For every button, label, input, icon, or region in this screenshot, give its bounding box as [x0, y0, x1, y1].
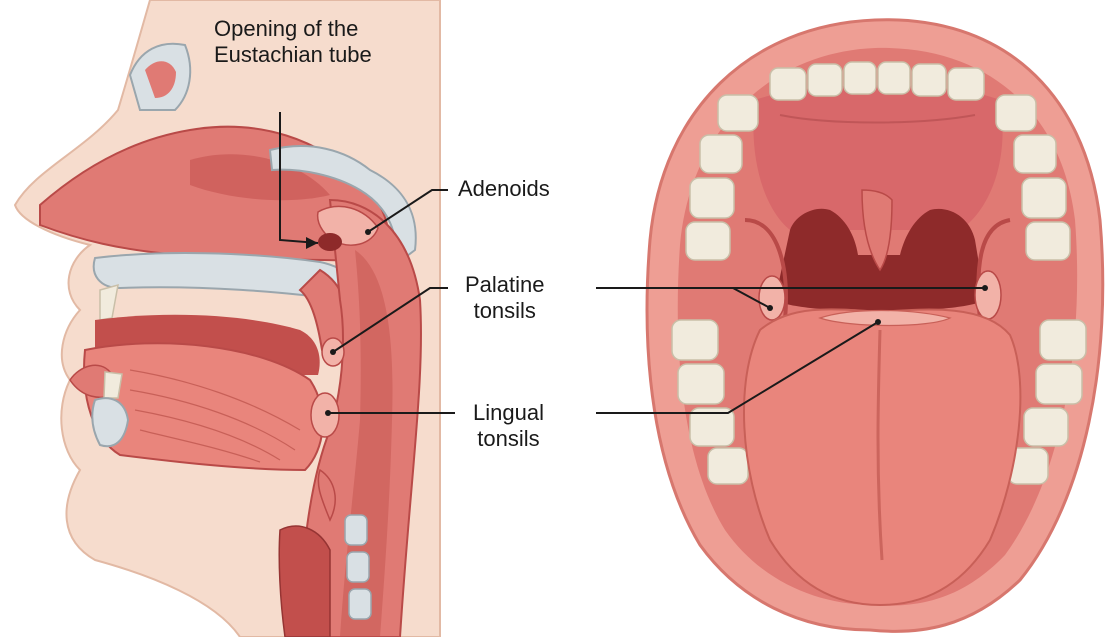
label-eustachian-tube: Opening of the Eustachian tube [214, 16, 372, 68]
sagittal-head-section [15, 0, 440, 637]
label-adenoids: Adenoids [458, 176, 550, 202]
palatine-tonsil-right [975, 271, 1001, 319]
label-eustachian-line1: Opening of the [214, 16, 372, 42]
lingual-tonsil-side [311, 393, 339, 437]
cervical-spine [345, 515, 371, 619]
label-palatine-line1: Palatine [465, 272, 545, 298]
label-lingual-line1: Lingual [473, 400, 544, 426]
label-adenoids-line1: Adenoids [458, 176, 550, 202]
label-eustachian-line2: Eustachian tube [214, 42, 372, 68]
larynx [279, 526, 330, 637]
open-mouth-view [647, 20, 1103, 632]
eustachian-tube-opening [318, 233, 342, 251]
label-palatine-tonsils: Palatine tonsils [465, 272, 545, 324]
label-palatine-line2: tonsils [465, 298, 545, 324]
label-lingual-line2: tonsils [473, 426, 544, 452]
label-lingual-tonsils: Lingual tonsils [473, 400, 544, 452]
lower-incisor [104, 372, 122, 398]
palatine-tonsil-left [759, 276, 785, 320]
